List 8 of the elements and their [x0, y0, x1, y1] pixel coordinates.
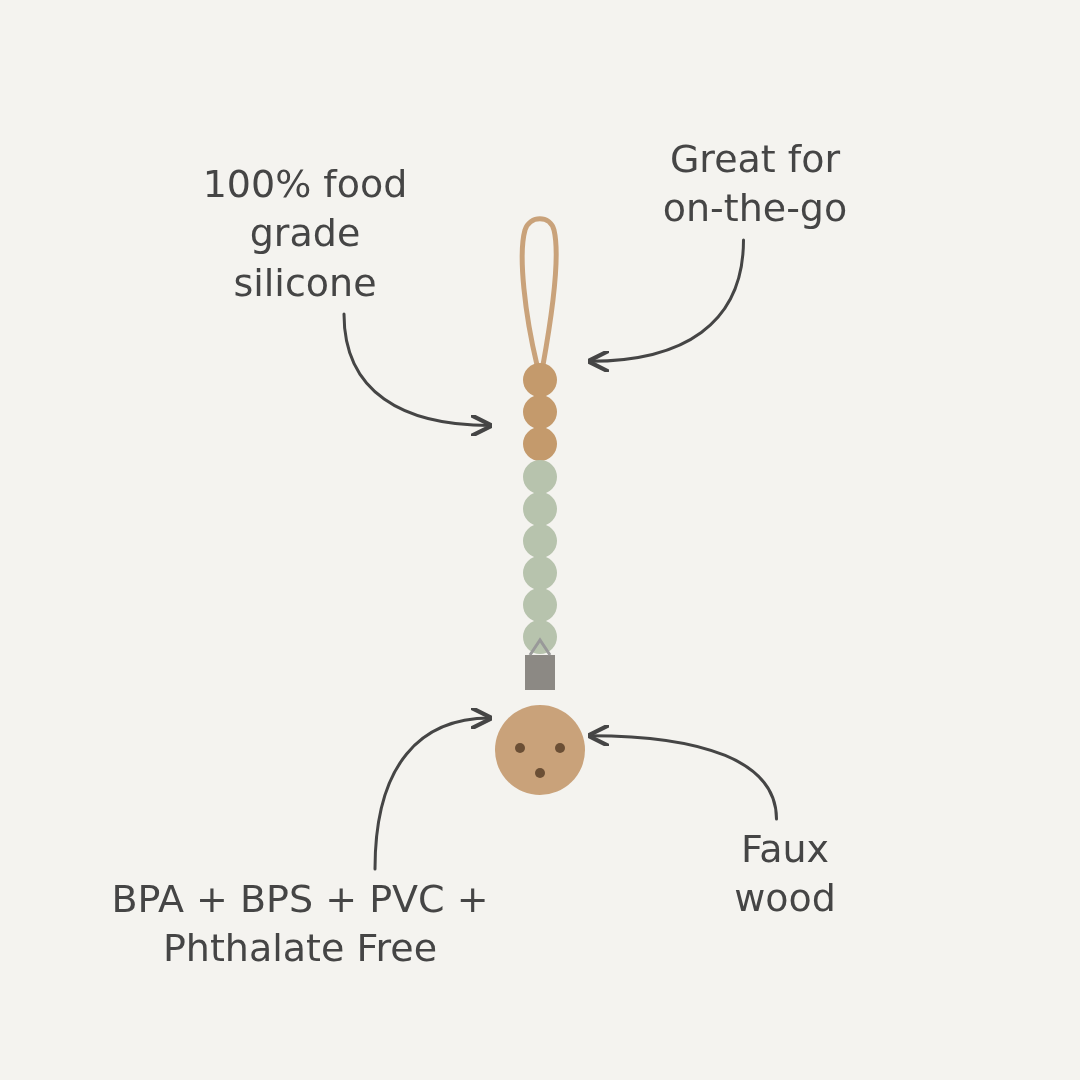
callout-text: Faux wood	[700, 825, 870, 924]
callout-text: 100% food grade silicone	[175, 160, 435, 309]
arrow	[585, 723, 778, 821]
arrow	[585, 238, 745, 374]
callout-text: Great for on-the-go	[640, 135, 870, 234]
arrow	[373, 706, 495, 871]
arrow	[342, 312, 495, 438]
callout-text: BPA + BPS + PVC + Phthalate Free	[50, 875, 550, 974]
